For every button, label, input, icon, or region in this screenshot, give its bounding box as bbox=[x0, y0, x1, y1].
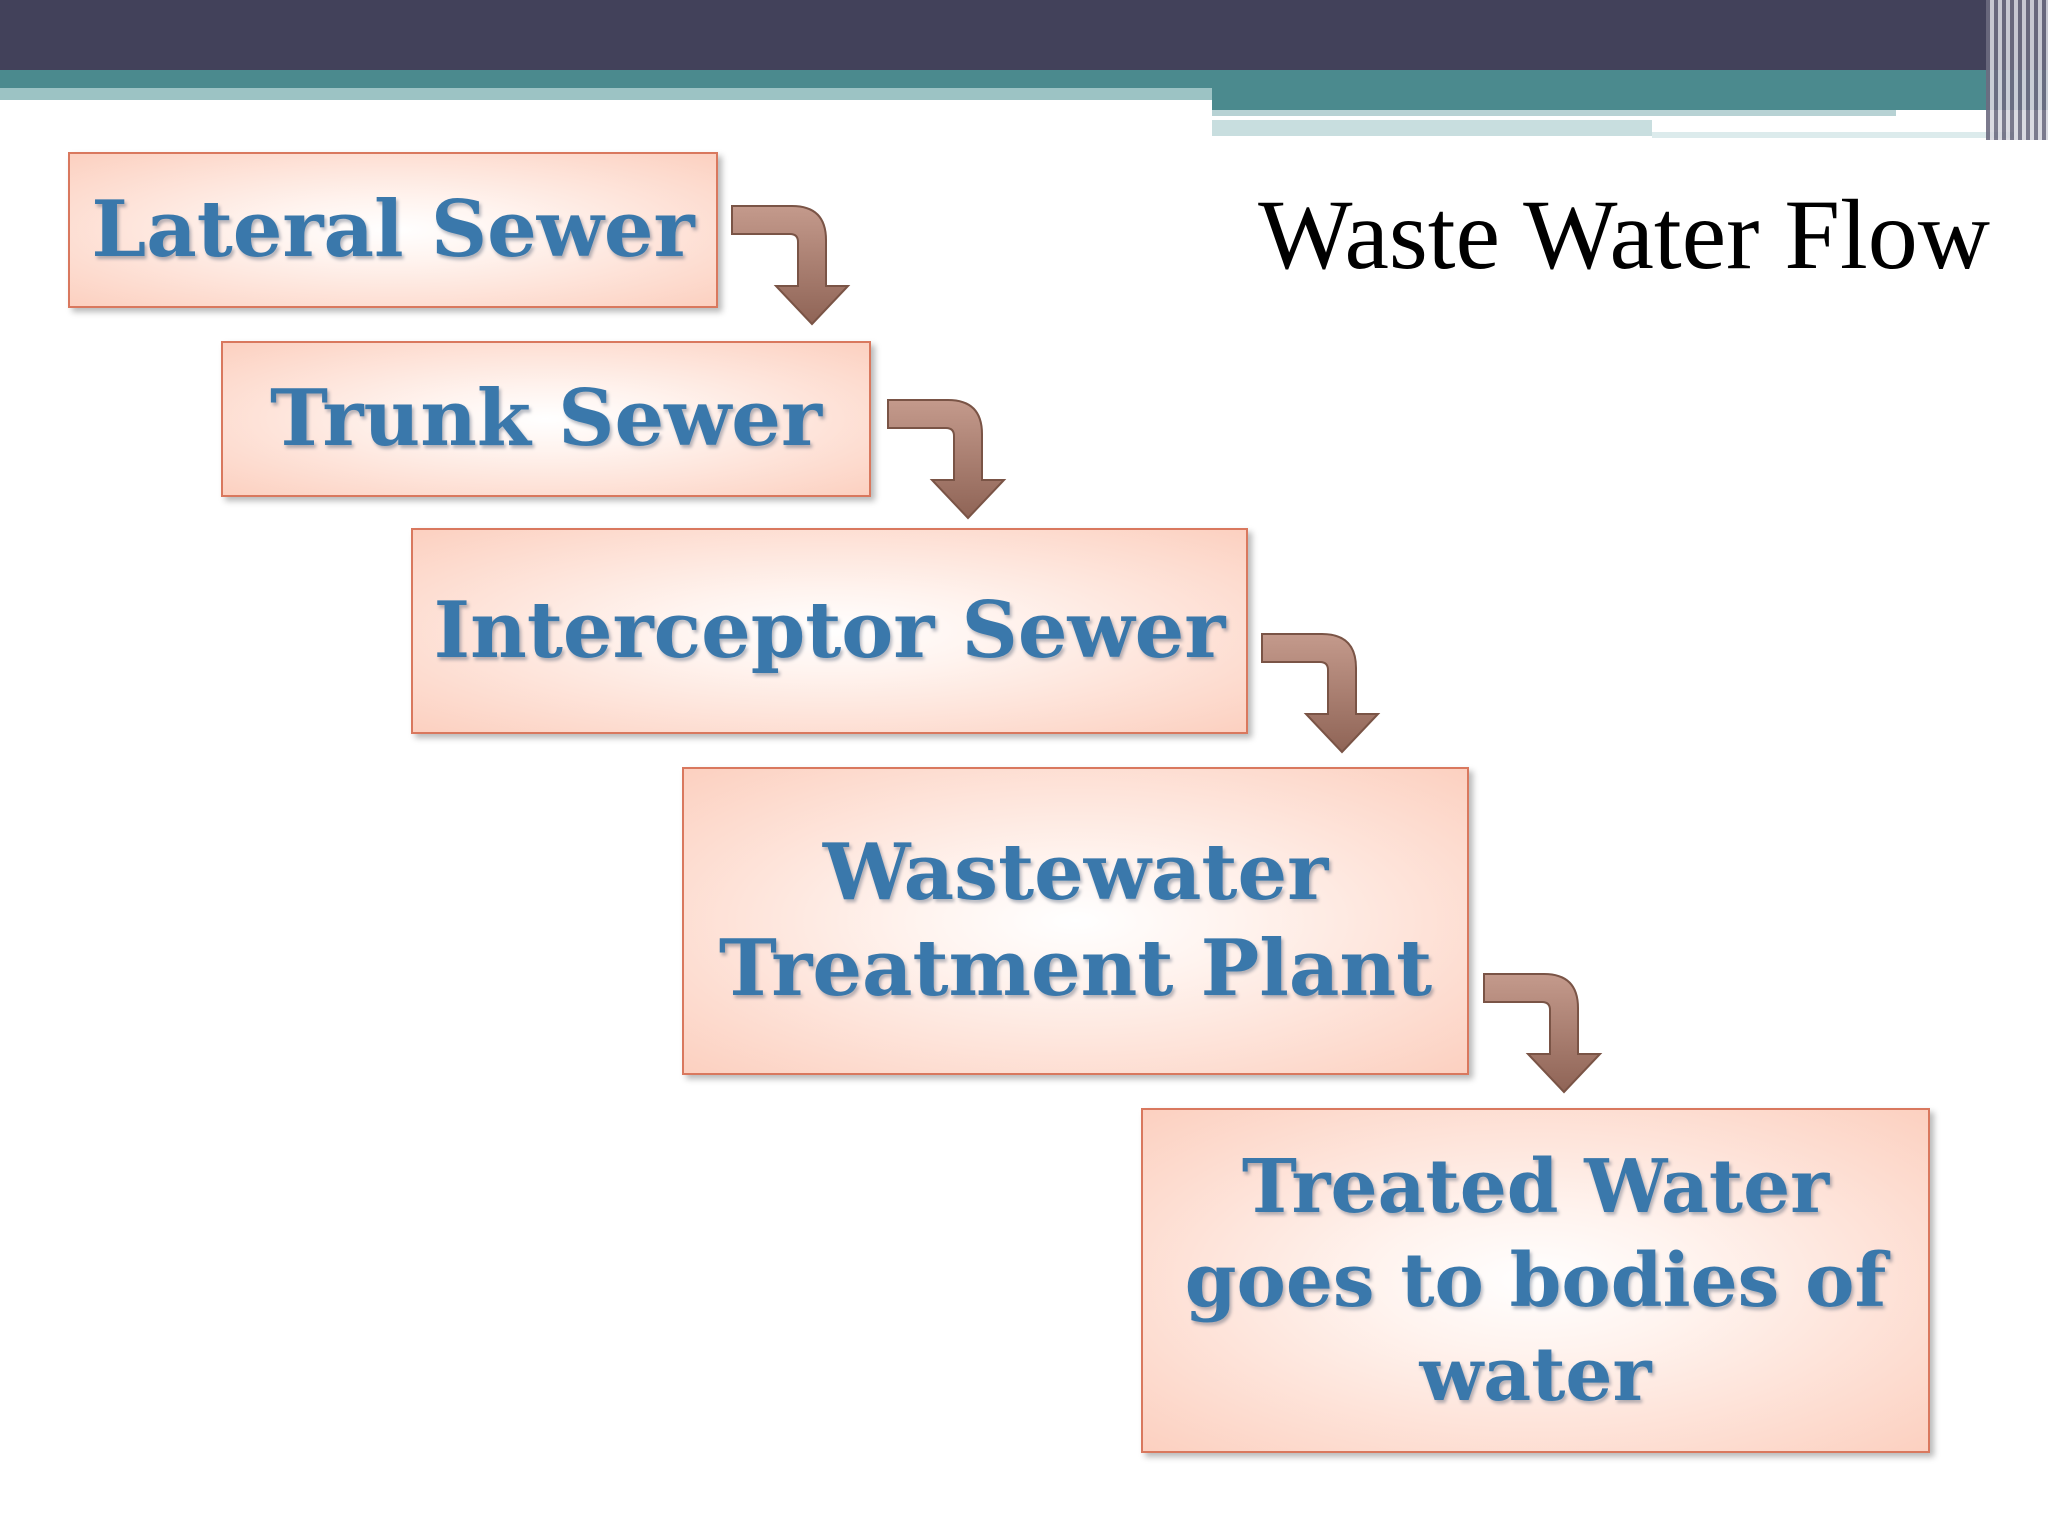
header-bar-teal bbox=[0, 70, 2048, 88]
flow-step-label: Lateral Sewer bbox=[91, 184, 695, 275]
header-bar-dark bbox=[0, 0, 2048, 70]
header-bar-right-line bbox=[1212, 110, 1896, 116]
flow-step-label: Treated Water goes to bodies of water bbox=[1184, 1143, 1887, 1418]
flow-step-treated-water: Treated Water goes to bodies of water bbox=[1141, 1108, 1930, 1453]
header-stripes bbox=[1986, 0, 2048, 140]
header-bar-right-light bbox=[1212, 120, 1652, 136]
flow-step-label: Interceptor Sewer bbox=[433, 585, 1226, 676]
header-bar-right-teal bbox=[1212, 88, 2048, 110]
flow-step-interceptor-sewer: Interceptor Sewer bbox=[411, 528, 1248, 734]
bent-arrow-down-icon bbox=[1483, 973, 1603, 1094]
bent-arrow-down-icon bbox=[1261, 633, 1381, 754]
bent-arrow-down-icon bbox=[731, 205, 851, 326]
bent-arrow-down-icon bbox=[887, 399, 1007, 520]
header-bar-light bbox=[0, 88, 1212, 100]
flow-step-label: Wastewater Treatment Plant bbox=[718, 827, 1433, 1014]
flow-step-lateral-sewer: Lateral Sewer bbox=[68, 152, 718, 308]
flow-step-label: Trunk Sewer bbox=[270, 373, 822, 464]
flow-step-trunk-sewer: Trunk Sewer bbox=[221, 341, 871, 497]
header-bar-right-thin bbox=[1652, 132, 2014, 138]
slide-title: Waste Water Flow bbox=[1258, 179, 1990, 290]
flow-step-treatment-plant: Wastewater Treatment Plant bbox=[682, 767, 1469, 1075]
